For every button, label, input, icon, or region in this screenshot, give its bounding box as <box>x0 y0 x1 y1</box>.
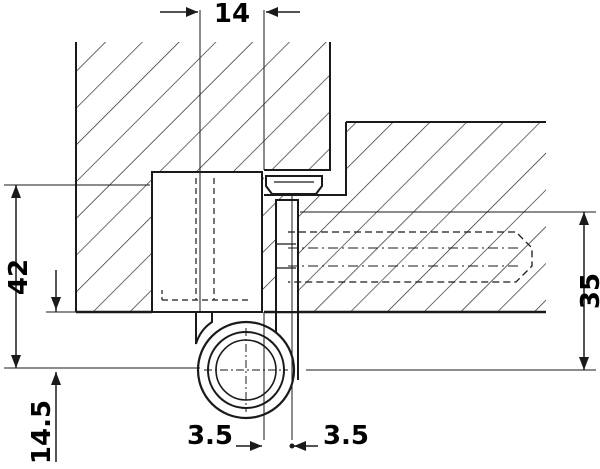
hinge-knuckle <box>195 311 299 420</box>
dimension-label-35: 35 <box>576 273 600 309</box>
dimension-label-42: 42 <box>4 259 34 295</box>
dimension-label-14: 14 <box>214 0 250 29</box>
dimension-label-14-5: 14.5 <box>27 400 57 464</box>
centre-lines <box>199 10 295 449</box>
dimension-gap-right: 3.5 <box>294 421 369 451</box>
hinge-cap <box>265 175 323 195</box>
dimension-height-left: 42 <box>4 184 200 369</box>
dimension-label-3-5-right: 3.5 <box>323 421 369 451</box>
dimension-label-3-5-left: 3.5 <box>187 421 233 451</box>
dimension-offset-bottom: 14.5 <box>27 372 61 464</box>
dimension-frame-edge-marker <box>46 270 76 313</box>
dimension-width-top: 14 <box>160 0 300 29</box>
dimension-height-right: 35 <box>300 211 600 371</box>
hinge-frame-body <box>151 171 263 313</box>
dimension-gap-left: 3.5 <box>187 421 262 451</box>
